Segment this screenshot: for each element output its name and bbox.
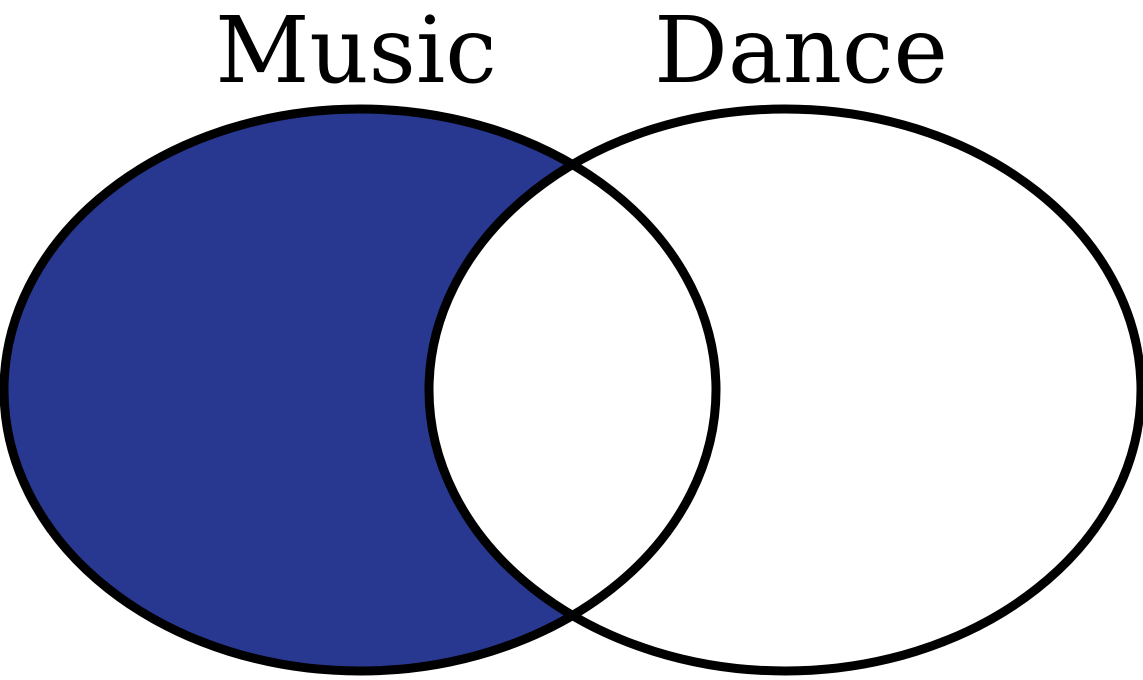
music-set-circle	[0, 104, 721, 676]
music-label: Music	[215, 0, 497, 104]
dance-set-circle	[424, 104, 1143, 676]
dance-label: Dance	[654, 0, 948, 104]
